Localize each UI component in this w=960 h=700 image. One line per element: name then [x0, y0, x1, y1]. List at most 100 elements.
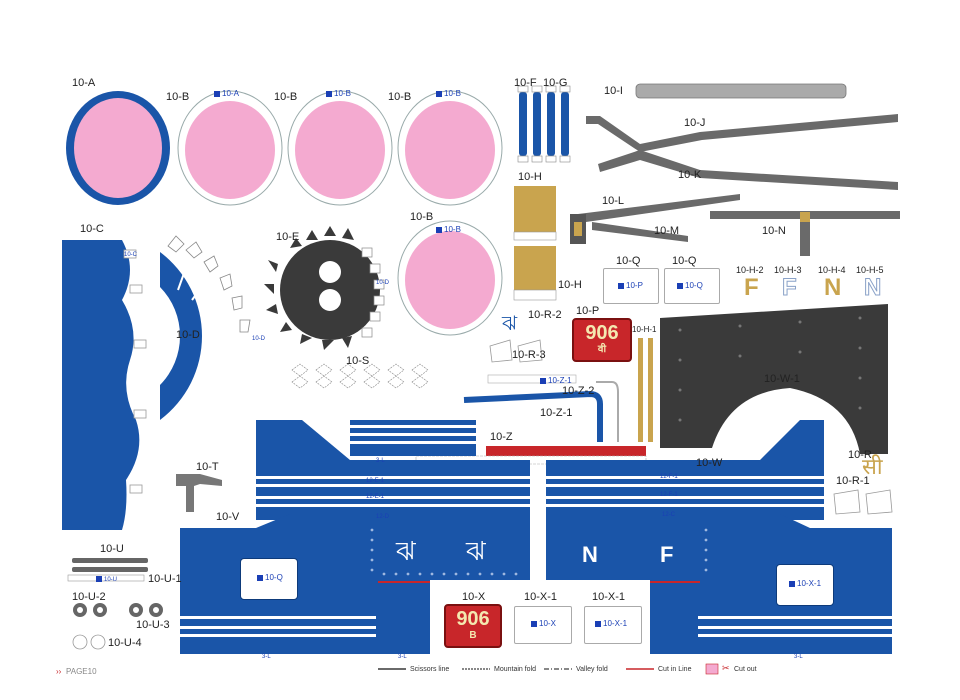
- part-10-h-boxes: [513, 186, 557, 301]
- emblem-10-r-icon: सी: [862, 454, 883, 479]
- label-10-h-1-part: 10-H-1: [632, 325, 657, 334]
- label-10-x-1-b: 10-X-1: [592, 591, 626, 603]
- letter-body-f: F: [660, 542, 674, 567]
- plate-10-p: 906 वी: [572, 318, 632, 362]
- tag-3-l-1: 3-L: [376, 458, 385, 464]
- tag-10-x-1-box: 10-X-1: [595, 620, 627, 628]
- legend-scissors-line: Scissors line: [410, 666, 450, 673]
- letter-10-h-3: F: [782, 274, 798, 301]
- part-10-k-shape: [598, 150, 898, 190]
- label-10-r: 10-R: [848, 449, 872, 461]
- plate-10-x: 906 B: [444, 604, 502, 648]
- scissors-icon: ✂: [722, 663, 730, 673]
- tag-10-q-box-1: 10-P: [618, 282, 643, 290]
- label-10-b-4: 10-B: [410, 211, 434, 223]
- label-10-f: 10-F: [514, 77, 537, 89]
- part-10-r-pieces: [489, 339, 893, 515]
- tag-10-q-window: 10-Q: [257, 574, 283, 582]
- label-10-u-2: 10-U-2: [72, 591, 106, 603]
- part-10-h1-strips: [638, 338, 653, 442]
- part-10-x-box: 10-X: [514, 606, 572, 644]
- label-10-e: 10-E: [276, 231, 300, 243]
- label-10-z-1: 10-Z-1: [540, 407, 573, 419]
- part-10-d-teeth: [167, 235, 251, 333]
- tag-10-b-1: 10-B: [326, 90, 351, 98]
- label-10-p: 10-P: [576, 305, 600, 317]
- part-10-d-cuts: [177, 261, 245, 419]
- label-10-a: 10-A: [72, 77, 96, 89]
- tag-10-b-3: 10-B: [436, 226, 461, 234]
- part-10-w1-shape: [660, 304, 888, 454]
- label-10-c: 10-C: [80, 223, 104, 235]
- tag-12-e-1-a: 12-E-1: [366, 478, 385, 484]
- part-10-j-shape: [586, 114, 898, 152]
- part-10-x-1-box: 10-X-1: [584, 606, 642, 644]
- part-stripe-panel: [350, 420, 476, 456]
- emblem-10-r-2-icon: ঝ: [502, 313, 518, 335]
- legend-valley-fold: Valley fold: [576, 666, 608, 673]
- tag-12-c: 12-C: [662, 512, 676, 518]
- letter-body-n: N: [582, 542, 598, 567]
- label-10-h-2: 10-H: [558, 279, 582, 291]
- label-10-n: 10-N: [762, 225, 786, 237]
- label-10-d: 10-D: [176, 329, 200, 341]
- legend-cut-in-line: Cut in Line: [658, 666, 692, 673]
- label-10-i: 10-I: [604, 85, 623, 97]
- part-10-s-pieces: [291, 363, 429, 389]
- part-10-b-pink: [185, 101, 495, 329]
- part-10-f-10-g-rods: [517, 85, 571, 163]
- label-10-r-2: 10-R-2: [528, 309, 562, 321]
- label-10-q-2: 10-Q: [672, 255, 697, 267]
- label-10-h-1: 10-H: [518, 171, 542, 183]
- page-marker-icon: ››: [56, 667, 62, 676]
- tag-12-f-1-b: 12-F-1: [660, 492, 678, 498]
- plate-10-p-sub: वी: [597, 344, 607, 355]
- tag-10-z-1: 10-Z-1: [540, 377, 572, 385]
- tag-10-b-2: 10-B: [436, 90, 461, 98]
- label-10-u: 10-U: [100, 543, 124, 555]
- emblem-body-1-icon: ঝ: [396, 536, 416, 566]
- part-10-t-shape: [176, 474, 222, 512]
- tag-10-d-2: 10-D: [376, 280, 390, 286]
- label-10-k: 10-K: [678, 169, 702, 181]
- tag-10-x-1-window: 10-X-1: [789, 580, 821, 588]
- label-10-l: 10-L: [602, 195, 625, 207]
- part-10-c-tabs: [123, 249, 147, 494]
- letter-10-h-5: N: [863, 274, 882, 301]
- label-10-s: 10-S: [346, 355, 370, 367]
- legend-cut-out: Cut out: [734, 666, 757, 673]
- tag-10-x-box: 10-X: [531, 620, 556, 628]
- tag-12-d: 12-D: [376, 514, 390, 520]
- part-10-e-shape: [280, 240, 385, 340]
- body-rivets: [370, 528, 708, 576]
- plate-10-p-number: 906: [585, 322, 619, 344]
- part-10-i-shape: [635, 83, 847, 99]
- emblem-body-2-icon: ঝ: [466, 536, 486, 566]
- label-10-w: 10-W: [696, 457, 723, 469]
- label-10-b-2: 10-B: [274, 91, 298, 103]
- label-10-m: 10-M: [654, 225, 680, 237]
- panel-10-q-window: 10-Q: [240, 558, 298, 600]
- part-10-m-shape: [592, 222, 688, 242]
- page-number: PAGE10: [66, 667, 97, 676]
- label-10-x-1-a: 10-X-1: [524, 591, 558, 603]
- label-10-z: 10-Z: [490, 431, 513, 443]
- part-10-d-shape: [160, 252, 202, 420]
- label-10-u-3: 10-U-3: [136, 619, 170, 631]
- part-10-w1-rivets: [678, 316, 862, 422]
- label-10-b-1: 10-B: [166, 91, 190, 103]
- label-10-r-1: 10-R-1: [836, 475, 870, 487]
- part-10-l-shape: [578, 194, 740, 222]
- part-10-u-shapes: [67, 558, 163, 650]
- label-10-v: 10-V: [216, 511, 240, 523]
- part-10-e-teeth: [264, 226, 354, 350]
- part-10-q-box-2: 10-Q: [664, 268, 720, 304]
- label-10-t: 10-T: [196, 461, 219, 473]
- tag-12-f-1-a: 12-F-1: [660, 474, 678, 480]
- label-10-j: 10-J: [684, 117, 706, 129]
- part-10-n-shape: [710, 211, 900, 256]
- tag-10-c: 10-C: [124, 252, 138, 258]
- panel-10-x-1-window: 10-X-1: [776, 564, 834, 606]
- label-10-x: 10-X: [462, 591, 486, 603]
- tag-10-a: 10-A: [214, 90, 239, 98]
